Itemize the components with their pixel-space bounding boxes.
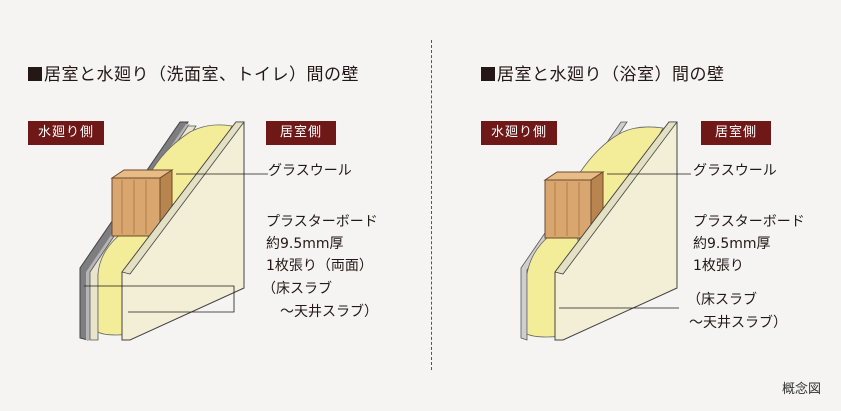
square-bullet-icon xyxy=(481,67,495,81)
right-panel: 居室と水廻り（浴室）間の壁 水廻り側 居室側 グラスウール プラスターボード 約… xyxy=(421,0,841,411)
left-label-glass-wool: グラスウール xyxy=(268,163,352,179)
right-board-line-1: プラスターボード xyxy=(693,214,805,230)
left-tag-room-side: 居室側 xyxy=(266,121,336,145)
left-title-text: 居室と水廻り（洗面室、トイレ）間の壁 xyxy=(44,65,359,85)
panel-divider xyxy=(431,40,432,370)
right-tag-wet-side: 水廻り側 xyxy=(481,121,557,145)
right-tag-room-side: 居室側 xyxy=(701,121,771,145)
left-title: 居室と水廻り（洗面室、トイレ）間の壁 xyxy=(28,60,359,85)
concept-diagram-caption: 概念図 xyxy=(781,382,821,397)
right-wall-section-illustration xyxy=(520,121,691,341)
left-wood-stud-front xyxy=(111,177,161,237)
right-title-text: 居室と水廻り（浴室）間の壁 xyxy=(497,65,725,85)
left-board-line-4: （床スラブ xyxy=(262,281,332,297)
right-label-glass-wool: グラスウール xyxy=(693,163,777,179)
right-board-line-3: 1枚張り xyxy=(693,258,744,274)
square-bullet-icon xyxy=(28,67,42,81)
left-tag-wet-side: 水廻り側 xyxy=(28,121,104,145)
left-panel: 居室と水廻り（洗面室、トイレ）間の壁 水廻り側 居室側 グラスウール プラスター… xyxy=(0,0,420,411)
left-board-line-1: プラスターボード xyxy=(266,214,378,230)
right-board-line-2: 約9.5mm厚 xyxy=(693,236,771,252)
left-wall-section-illustration xyxy=(79,121,268,341)
left-board-line-2: 約9.5mm厚 xyxy=(266,236,344,252)
right-board-line-4: （床スラブ xyxy=(687,292,757,308)
left-board-line-3: 1枚張り（両面） xyxy=(266,258,373,274)
right-board-line-5: ～天井スラブ） xyxy=(689,315,787,331)
right-back-board xyxy=(520,121,628,341)
right-title: 居室と水廻り（浴室）間の壁 xyxy=(481,60,725,85)
left-board-line-5: ～天井スラブ） xyxy=(266,304,378,320)
right-wood-stud-front xyxy=(544,179,592,239)
left-board-leader-line xyxy=(84,285,235,313)
